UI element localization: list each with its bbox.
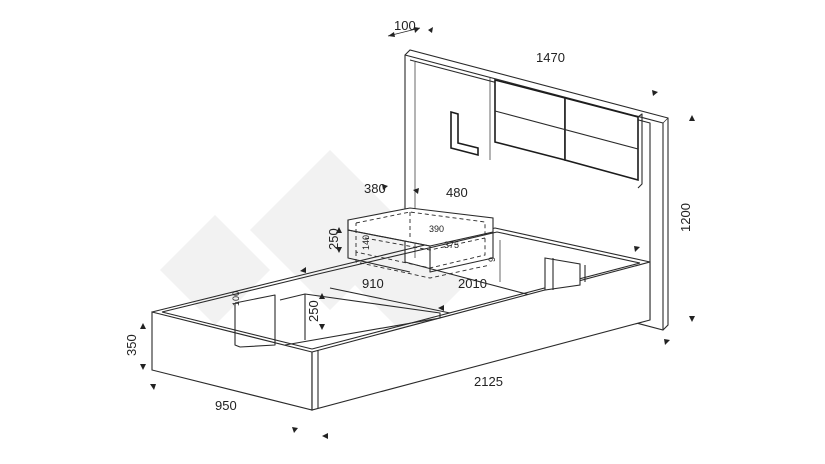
label-nightstand-width: 380	[364, 181, 386, 196]
label-frame-inner-length: 2010	[458, 276, 487, 291]
nightstand	[347, 207, 494, 279]
label-nightstand-height: 250	[326, 228, 341, 250]
label-base-inner-length: 910	[362, 276, 384, 291]
label-nightstand-depth: 480	[446, 185, 468, 200]
bed-base	[151, 227, 651, 411]
label-headboard-depth: 100	[394, 18, 416, 33]
label-drawer-height: 140	[361, 235, 371, 250]
headboard	[404, 49, 669, 331]
dimension-labels: 100 1470 1200 380 480 250 390 375 140 10…	[124, 18, 693, 413]
label-bed-length: 2125	[474, 374, 503, 389]
label-drawer-width: 390	[429, 224, 444, 234]
label-headboard-height: 1200	[678, 203, 693, 232]
label-compartment-height: 250	[306, 300, 321, 322]
label-bed-width: 950	[215, 398, 237, 413]
label-headboard-width: 1470	[536, 50, 565, 65]
dimension-lines	[140, 27, 695, 439]
label-small-height-b: 9	[487, 257, 497, 262]
label-drawer-depth: 375	[444, 240, 459, 250]
label-base-height: 350	[124, 334, 139, 356]
label-small-height-a: 100	[231, 291, 241, 306]
